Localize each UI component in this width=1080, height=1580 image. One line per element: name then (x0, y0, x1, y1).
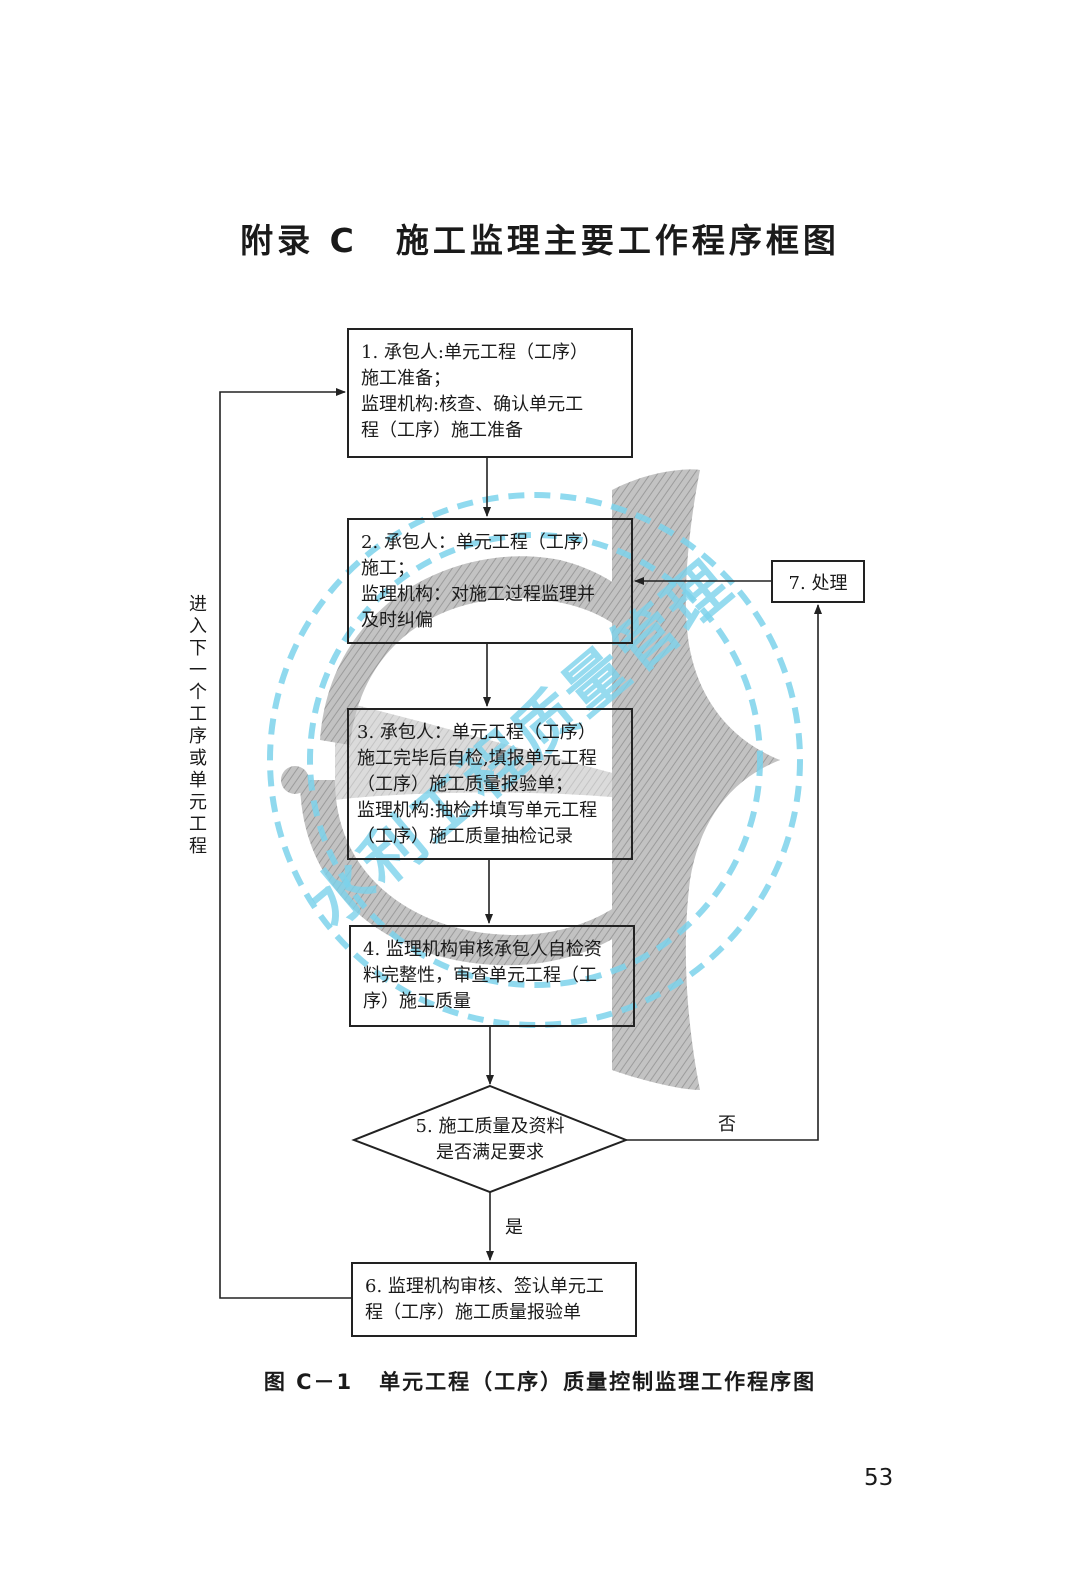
step-1-box: 1. 承包人:单元工程（工序） 施工准备； 监理机构:核查、确认单元工 程（工序… (347, 328, 633, 458)
step-2-line: 监理机构：对施工过程监理并 (361, 584, 595, 605)
step-3-line: 监理机构:抽检并填写单元工程 (357, 800, 598, 821)
watermark-gear-icon (281, 469, 780, 1090)
step-2-line: 施工； (361, 558, 415, 579)
loop-label: 进入下一个工序或单元工程 (189, 594, 207, 857)
step-4-line: 料完整性，审查单元工程（工 (363, 965, 597, 986)
step-1-line: 程（工序）施工准备 (361, 420, 523, 441)
step-7-box: 7. 处理 (771, 560, 865, 603)
page-number: 53 (864, 1465, 894, 1491)
step-2-line: 及时纠偏 (361, 610, 433, 631)
step-6-line: 6. 监理机构审核、签认单元工 (365, 1276, 604, 1297)
step-3-line: （工序）施工质量报验单； (357, 774, 573, 795)
decision-diamond (351, 1084, 629, 1194)
arrow-no-to-7 (626, 604, 822, 1141)
step-1-line: 1. 承包人:单元工程（工序） (361, 342, 588, 363)
step-4-box: 4. 监理机构审核承包人自检资 料完整性，审查单元工程（工 序）施工质量 (349, 925, 635, 1027)
step-3-box: 3. 承包人：单元工程（工序） 施工完毕后自检,填报单元工程 （工序）施工质量报… (347, 708, 633, 860)
step-5-line: 5. 施工质量及资料 (415, 1116, 565, 1137)
step-3-line: 施工完毕后自检,填报单元工程 (357, 748, 597, 769)
step-3-line: （工序）施工质量抽检记录 (357, 826, 573, 847)
step-2-line: 2. 承包人：单元工程（工序） (361, 532, 600, 553)
step-1-line: 施工准备； (361, 368, 451, 389)
no-label: 否 (718, 1114, 736, 1135)
step-3-line: 3. 承包人：单元工程（工序） (357, 722, 596, 743)
step-4-line: 4. 监理机构审核承包人自检资 (363, 939, 602, 960)
yes-label: 是 (505, 1217, 523, 1238)
step-5-decision: 5. 施工质量及资料 是否满足要求 (354, 1114, 626, 1166)
step-1-line: 监理机构:核查、确认单元工 (361, 394, 584, 415)
step-6-line: 程（工序）施工质量报验单 (365, 1302, 581, 1323)
step-4-line: 序）施工质量 (363, 991, 471, 1012)
arrow-loop-6-to-1 (219, 388, 351, 1299)
step-5-line: 是否满足要求 (436, 1142, 544, 1163)
step-6-box: 6. 监理机构审核、签认单元工 程（工序）施工质量报验单 (351, 1262, 637, 1337)
step-2-box: 2. 承包人：单元工程（工序） 施工； 监理机构：对施工过程监理并 及时纠偏 (347, 518, 633, 644)
